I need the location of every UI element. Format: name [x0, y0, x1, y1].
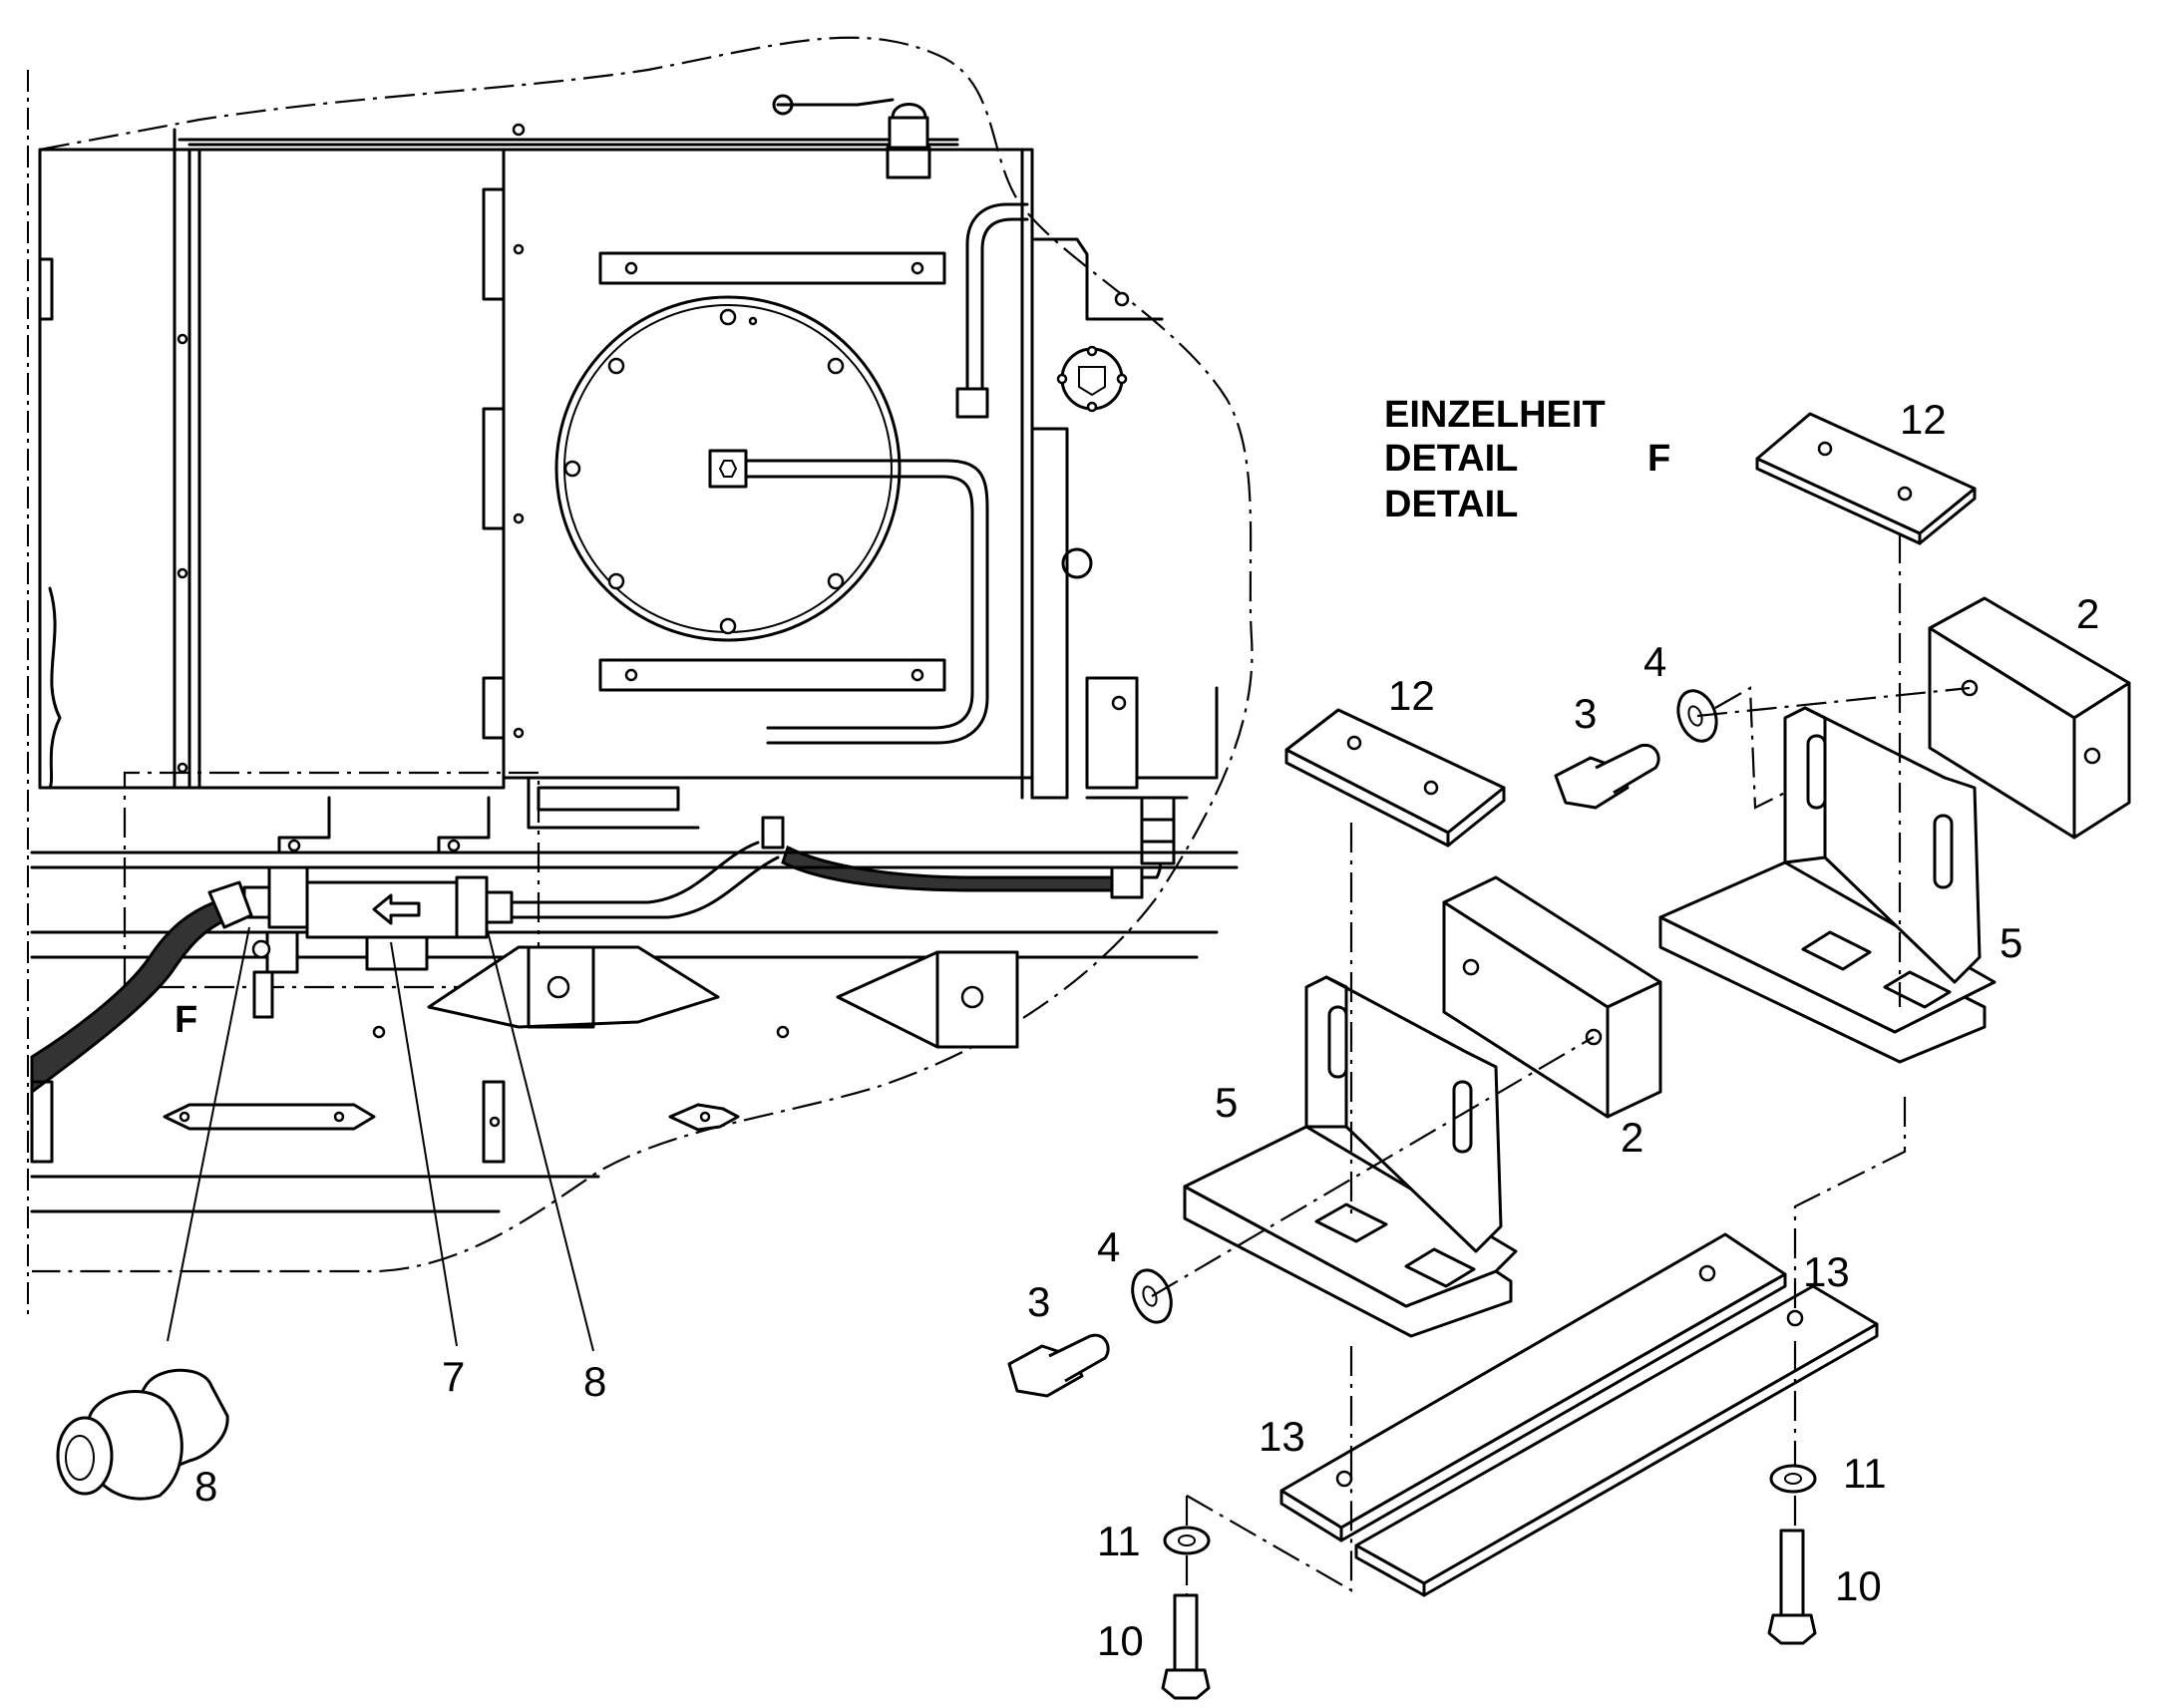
svg-text:10: 10	[1835, 1562, 1882, 1609]
assembly-center-lines	[1151, 533, 1971, 1595]
detail-f-heading: EINZELHEIT DETAIL DETAIL F	[1384, 394, 1670, 525]
washer-4-upper: 4	[1643, 638, 1718, 743]
svg-text:13: 13	[1259, 1413, 1305, 1460]
bracket-5-lower: 5	[1183, 975, 1518, 1338]
svg-text:DETAIL: DETAIL	[1384, 438, 1518, 480]
svg-text:10: 10	[1097, 1617, 1144, 1664]
strip-13-upper: 13	[1259, 1232, 1787, 1542]
part-label-8-lower: 8	[194, 1463, 217, 1510]
part-label-8-upper: 8	[583, 1358, 606, 1405]
bolt-3-lower: 3	[1007, 1278, 1110, 1398]
svg-text:EINZELHEIT: EINZELHEIT	[1384, 394, 1606, 436]
svg-text:5: 5	[1999, 919, 2022, 966]
washer-11-right: 11	[1769, 1450, 1887, 1497]
svg-text:2: 2	[2076, 590, 2099, 637]
svg-text:12: 12	[1388, 672, 1435, 719]
bolt-3-upper: 3	[1554, 690, 1660, 810]
block-2-lower: 2	[1442, 875, 1662, 1161]
svg-text:3: 3	[1027, 1278, 1050, 1325]
washer-4-lower: 4	[1097, 1223, 1173, 1324]
leader-8-lower	[486, 926, 594, 1352]
block-2-upper: 2	[1928, 590, 2131, 840]
detail-letter: F	[1647, 438, 1670, 480]
detail-break-outline	[32, 36, 1254, 1273]
svg-text:11: 11	[1843, 1450, 1887, 1497]
bolt-10-left: 10	[1097, 1593, 1211, 1700]
svg-text:DETAIL: DETAIL	[1384, 484, 1518, 525]
leader-8-upper	[167, 926, 250, 1342]
svg-text:4: 4	[1643, 638, 1666, 685]
bolt-10-right: 10	[1767, 1529, 1882, 1645]
svg-text:13: 13	[1803, 1248, 1850, 1295]
bracket-5-upper: 5	[1658, 706, 2022, 1064]
fitting-8: 8	[56, 1368, 229, 1510]
svg-text:12: 12	[1900, 396, 1947, 443]
overview-detail-letter: F	[175, 999, 197, 1041]
svg-text:5: 5	[1215, 1079, 1238, 1126]
overview-assembly: F 7 8	[27, 36, 1254, 1405]
part-label-7: 7	[442, 1353, 465, 1400]
svg-text:3: 3	[1574, 690, 1597, 737]
plate-12-lower: 12	[1284, 672, 1506, 848]
washer-11-left: 11	[1097, 1518, 1211, 1564]
svg-text:4: 4	[1097, 1223, 1120, 1270]
svg-text:2: 2	[1621, 1114, 1643, 1161]
strip-13-lower: 13	[1354, 1248, 1879, 1597]
plate-12-upper: 12	[1755, 396, 1977, 545]
svg-text:11: 11	[1097, 1518, 1141, 1564]
leader-7	[390, 941, 458, 1347]
